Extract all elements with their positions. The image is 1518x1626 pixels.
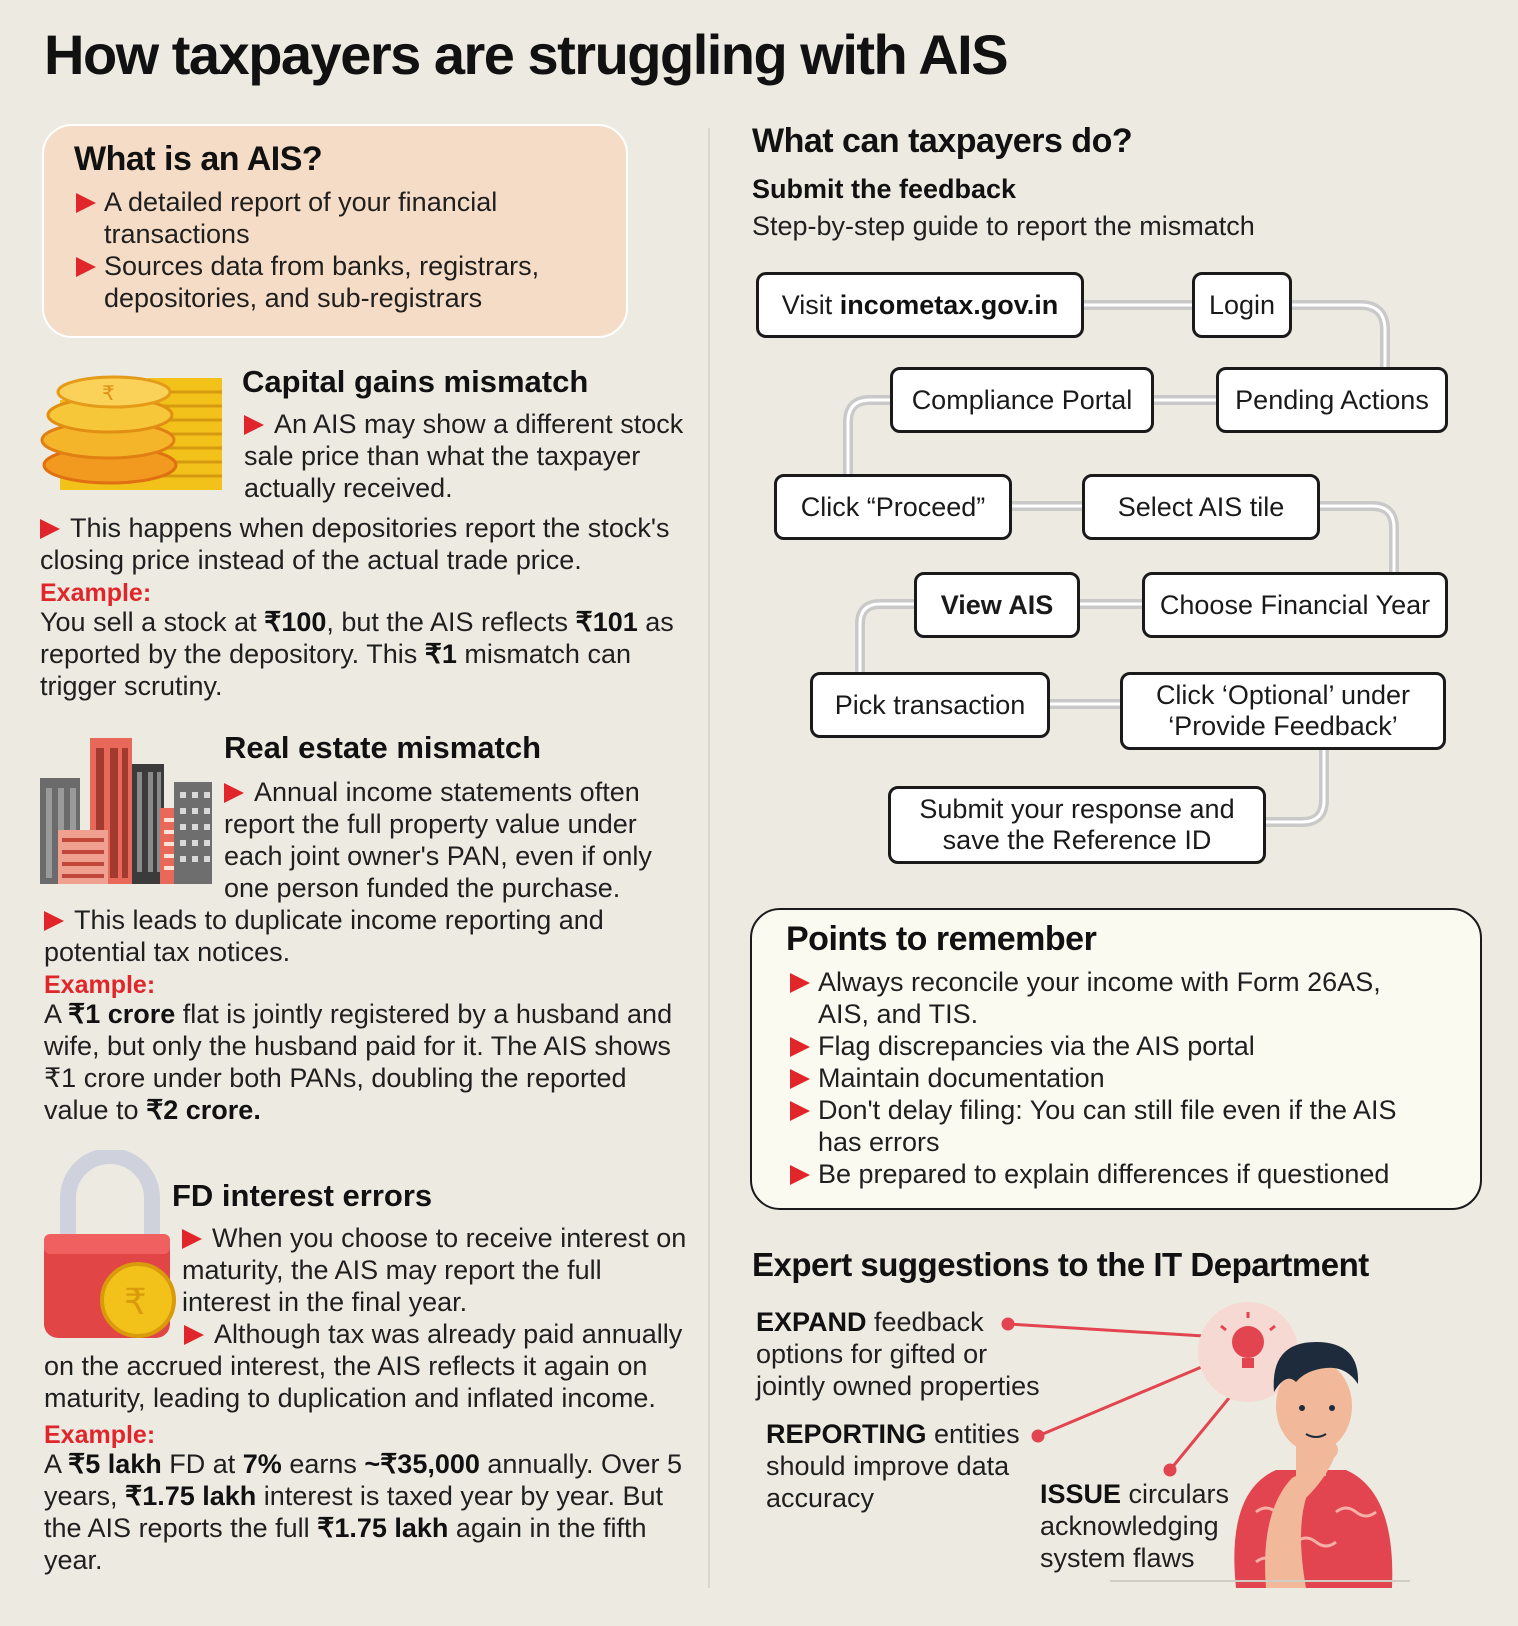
fd-heading: FD interest errors — [172, 1178, 433, 1213]
points-to-remember-box — [750, 908, 1482, 1210]
red-arrow-icon — [40, 519, 60, 539]
real-estate-example-label: Example: — [44, 971, 156, 999]
coins-icon: ₹ — [40, 375, 222, 490]
real-estate-bullet-2: This leads to duplicate income reporting… — [44, 905, 604, 967]
suggestion-expand: EXPAND feedback options for gifted or jo… — [756, 1307, 1040, 1401]
list-item: A detailed report of your financial tran… — [74, 186, 594, 250]
step-view-ais: View AIS — [914, 572, 1080, 638]
submit-feedback-subheading: Submit the feedback — [752, 174, 1017, 204]
step-choose-financial-year: Choose Financial Year — [1142, 572, 1448, 638]
step-compliance-portal: Compliance Portal — [890, 367, 1154, 433]
step-login: Login — [1192, 272, 1292, 338]
lock-icon: ₹ — [44, 1150, 176, 1338]
svg-text:₹: ₹ — [102, 381, 115, 405]
fd-example-label: Example: — [44, 1421, 156, 1449]
capital-gains-bullet-2: This happens when depositories report th… — [40, 513, 670, 575]
list-item: Be prepared to explain differences if qu… — [788, 1158, 1428, 1190]
step-submit-response: Submit your response and save the Refere… — [888, 786, 1266, 864]
what-is-ais-heading: What is an AIS? — [74, 140, 323, 178]
red-arrow-icon — [224, 783, 244, 803]
capital-gains-bullet-1: An AIS may show a different stock sale p… — [244, 409, 684, 503]
what-can-heading: What can taxpayers do? — [752, 122, 1133, 160]
fd-bullet-2: Although tax was already paid annually o… — [44, 1319, 683, 1413]
list-item: Don't delay filing: You can still file e… — [788, 1094, 1428, 1158]
points-heading: Points to remember — [786, 920, 1097, 958]
step-click-proceed: Click “Proceed” — [774, 474, 1012, 540]
list-item: Sources data from banks, registrars, dep… — [74, 250, 594, 314]
points-list: Always reconcile your income with Form 2… — [788, 966, 1428, 1190]
step-guide-text: Step-by-step guide to report the mismatc… — [752, 211, 1255, 241]
real-estate-bullet-1: Annual income statements often report th… — [224, 777, 652, 903]
list-item: Flag discrepancies via the AIS portal — [788, 1030, 1428, 1062]
thinking-person-icon — [1198, 1302, 1393, 1588]
step-select-ais-tile: Select AIS tile — [1082, 474, 1320, 540]
step-optional-feedback: Click ‘Optional’ under ‘Provide Feedback… — [1120, 672, 1446, 750]
suggestion-issue: ISSUE circulars acknowledging system fla… — [1040, 1479, 1230, 1573]
red-arrow-icon — [44, 911, 64, 931]
list-item: Always reconcile your income with Form 2… — [788, 966, 1428, 1030]
expert-heading: Expert suggestions to the IT Department — [752, 1246, 1369, 1283]
real-estate-heading: Real estate mismatch — [224, 730, 542, 765]
list-item: Maintain documentation — [788, 1062, 1428, 1094]
capital-gains-example: You sell a stock at ₹100, but the AIS re… — [40, 607, 674, 701]
fd-bullet-1: When you choose to receive interest on m… — [182, 1223, 687, 1317]
red-arrow-icon — [244, 415, 264, 435]
buildings-icon — [40, 738, 212, 884]
what-is-ais-list: A detailed report of your financial tran… — [74, 186, 594, 314]
step-pick-transaction: Pick transaction — [810, 672, 1050, 738]
ground-line — [1110, 1580, 1410, 1582]
red-arrow-icon — [182, 1229, 202, 1249]
page-title: How taxpayers are struggling with AIS — [44, 23, 1009, 86]
real-estate-example: A ₹1 crore flat is jointly registered by… — [44, 999, 673, 1125]
step-pending-actions: Pending Actions — [1216, 367, 1448, 433]
column-divider — [708, 128, 710, 1588]
step-visit-site: Visit incometax.gov.in — [756, 272, 1084, 338]
fd-example: A ₹5 lakh FD at 7% earns ~₹35,000 annual… — [44, 1449, 682, 1575]
what-is-ais-box — [42, 124, 628, 338]
capital-gains-heading: Capital gains mismatch — [242, 364, 589, 399]
svg-text:₹: ₹ — [124, 1282, 147, 1323]
suggestion-reporting: REPORTING entities should improve data a… — [766, 1419, 1020, 1513]
capital-gains-example-label: Example: — [40, 579, 152, 607]
red-arrow-icon — [184, 1325, 204, 1345]
